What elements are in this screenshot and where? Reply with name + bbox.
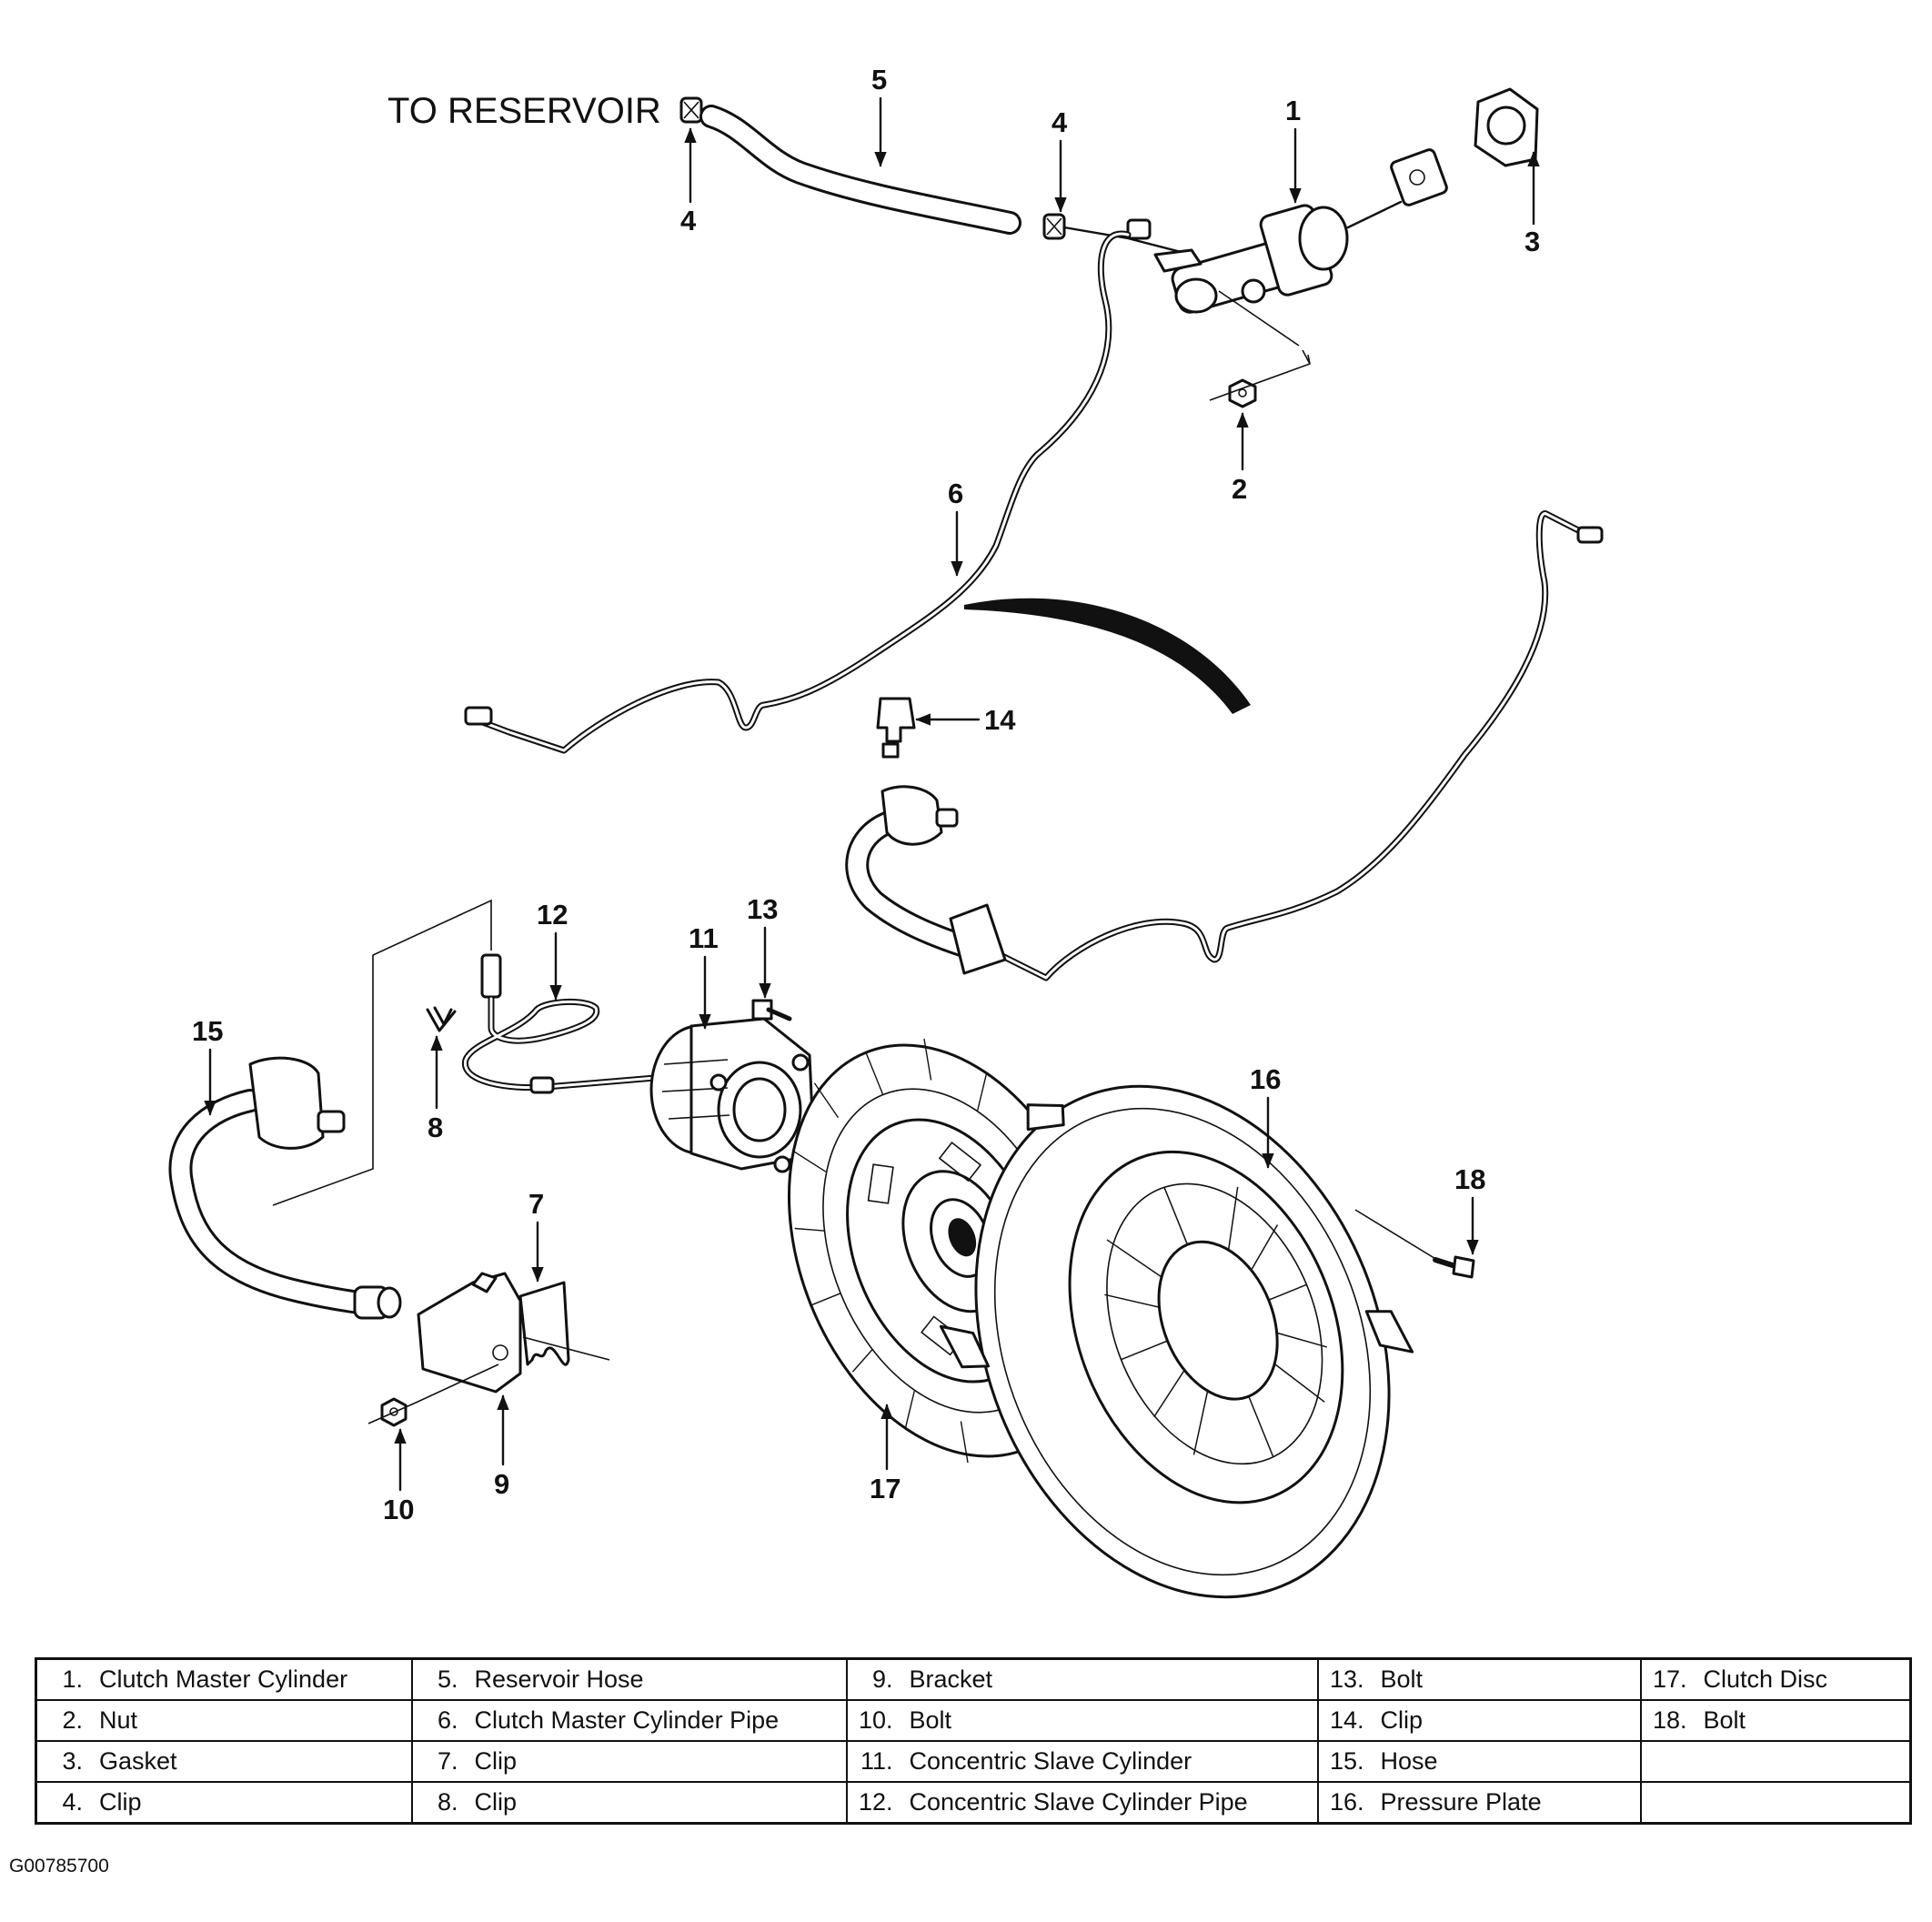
clutch-system-diagram: TO RESERVOIR: [168, 64, 1604, 1599]
callout-6: 6: [948, 478, 963, 577]
callout-15: 15: [192, 1015, 223, 1116]
legend-cell: 3.Gasket: [35, 1740, 413, 1783]
svg-text:12: 12: [537, 899, 568, 931]
svg-text:17: 17: [870, 1473, 901, 1504]
callout-8: 8: [428, 1035, 443, 1143]
concentric-slave-cylinder: [649, 1017, 816, 1173]
to-reservoir-label: TO RESERVOIR: [387, 91, 661, 131]
legend-row: 4.Clip 8.Clip 12.Concentric Slave Cylind…: [35, 1781, 1912, 1825]
callout-5: 5: [871, 64, 887, 167]
slave-cylinder-supply-pipe: [988, 510, 1604, 981]
svg-text:4: 4: [1052, 106, 1068, 138]
legend-cell: 12.Concentric Slave Cylinder Pipe: [845, 1781, 1319, 1825]
callout-4-reservoir: 4: [680, 127, 697, 236]
pressure-plate: [939, 1084, 1414, 1599]
legend-cell: 16.Pressure Plate: [1316, 1781, 1642, 1825]
legend-cell: 5.Reservoir Hose: [410, 1657, 848, 1701]
svg-text:13: 13: [747, 893, 778, 925]
svg-text:15: 15: [192, 1015, 223, 1047]
pressure-plate-bolt: [1433, 1255, 1475, 1279]
legend-cell: 15.Hose: [1316, 1740, 1642, 1783]
reservoir-clip: [679, 96, 703, 124]
callout-7: 7: [528, 1188, 544, 1283]
svg-text:5: 5: [871, 64, 887, 96]
bracket: [417, 1272, 522, 1394]
legend-cell: 8.Clip: [410, 1781, 848, 1825]
svg-text:10: 10: [383, 1494, 414, 1525]
svg-text:2: 2: [1232, 473, 1247, 505]
svg-text:4: 4: [680, 205, 697, 236]
nut: [1228, 378, 1257, 408]
callout-13: 13: [747, 893, 778, 999]
svg-text:1: 1: [1285, 95, 1301, 126]
legend-row: 2.Nut 6.Clutch Master Cylinder Pipe 10.B…: [35, 1699, 1912, 1742]
legend-cell: 11.Concentric Slave Cylinder: [845, 1740, 1319, 1783]
callout-16: 16: [1250, 1063, 1281, 1169]
callout-9: 9: [494, 1394, 509, 1500]
legend-cell: 17.Clutch Disc: [1639, 1657, 1912, 1701]
svg-text:9: 9: [494, 1468, 509, 1500]
figure-code: G00785700: [9, 1856, 109, 1877]
callout-10: 10: [383, 1428, 414, 1525]
svg-text:8: 8: [428, 1112, 443, 1143]
callout-1: 1: [1285, 95, 1302, 204]
pipe-fitting: [1126, 218, 1152, 240]
legend-cell: 4.Clip: [35, 1781, 413, 1825]
legend-cell: 7.Clip: [410, 1740, 848, 1783]
callout-2: 2: [1232, 412, 1249, 505]
callout-17: 17: [870, 1404, 901, 1504]
legend-row: 3.Gasket 7.Clip 11.Concentric Slave Cyli…: [35, 1740, 1912, 1783]
parts-legend-table: 1.Clutch Master Cylinder 5.Reservoir Hos…: [35, 1657, 1912, 1825]
svg-text:6: 6: [948, 478, 963, 509]
svg-text:7: 7: [528, 1188, 544, 1220]
legend-row: 1.Clutch Master Cylinder 5.Reservoir Hos…: [35, 1657, 1912, 1701]
concentric-slave-cylinder-pipe: [462, 953, 713, 1094]
legend-cell: 14.Clip: [1316, 1699, 1642, 1742]
pipe-clip: [876, 697, 916, 759]
callout-18: 18: [1454, 1163, 1485, 1255]
svg-text:18: 18: [1454, 1163, 1485, 1195]
svg-text:3: 3: [1524, 226, 1540, 257]
hose: [168, 1056, 402, 1320]
clutch-master-cylinder-pipe: [464, 230, 1132, 754]
slave-cylinder-bolt: [751, 999, 792, 1021]
callout-4-hose: 4: [1052, 106, 1068, 213]
legend-cell: 2.Nut: [35, 1699, 413, 1742]
pipe-retaining-clip: [426, 1006, 457, 1032]
legend-cell: 18.Bolt: [1639, 1699, 1912, 1742]
callout-14: 14: [915, 704, 1016, 736]
hose-connector-upper: [845, 785, 1007, 975]
svg-text:16: 16: [1250, 1063, 1281, 1095]
clutch-master-cylinder: [1153, 148, 1448, 314]
legend-cell: 9.Bracket: [845, 1657, 1319, 1701]
reservoir-hose: [699, 105, 1021, 235]
svg-text:11: 11: [689, 922, 719, 954]
bracket-clip: [518, 1281, 570, 1366]
legend-cell: 13.Bolt: [1316, 1657, 1642, 1701]
svg-text:14: 14: [984, 704, 1016, 736]
legend-cell: 10.Bolt: [845, 1699, 1319, 1742]
callout-11: 11: [689, 922, 719, 1030]
legend-cell: 6.Clutch Master Cylinder Pipe: [410, 1699, 848, 1742]
legend-cell: 1.Clutch Master Cylinder: [35, 1657, 413, 1701]
gasket: [1474, 87, 1539, 167]
callout-12: 12: [537, 899, 568, 1001]
legend-cell-empty: [1639, 1781, 1912, 1825]
legend-cell-empty: [1639, 1740, 1912, 1783]
engine-direction-arc: [964, 598, 1251, 714]
callout-3: 3: [1524, 151, 1540, 257]
hose-clip: [1042, 213, 1066, 240]
